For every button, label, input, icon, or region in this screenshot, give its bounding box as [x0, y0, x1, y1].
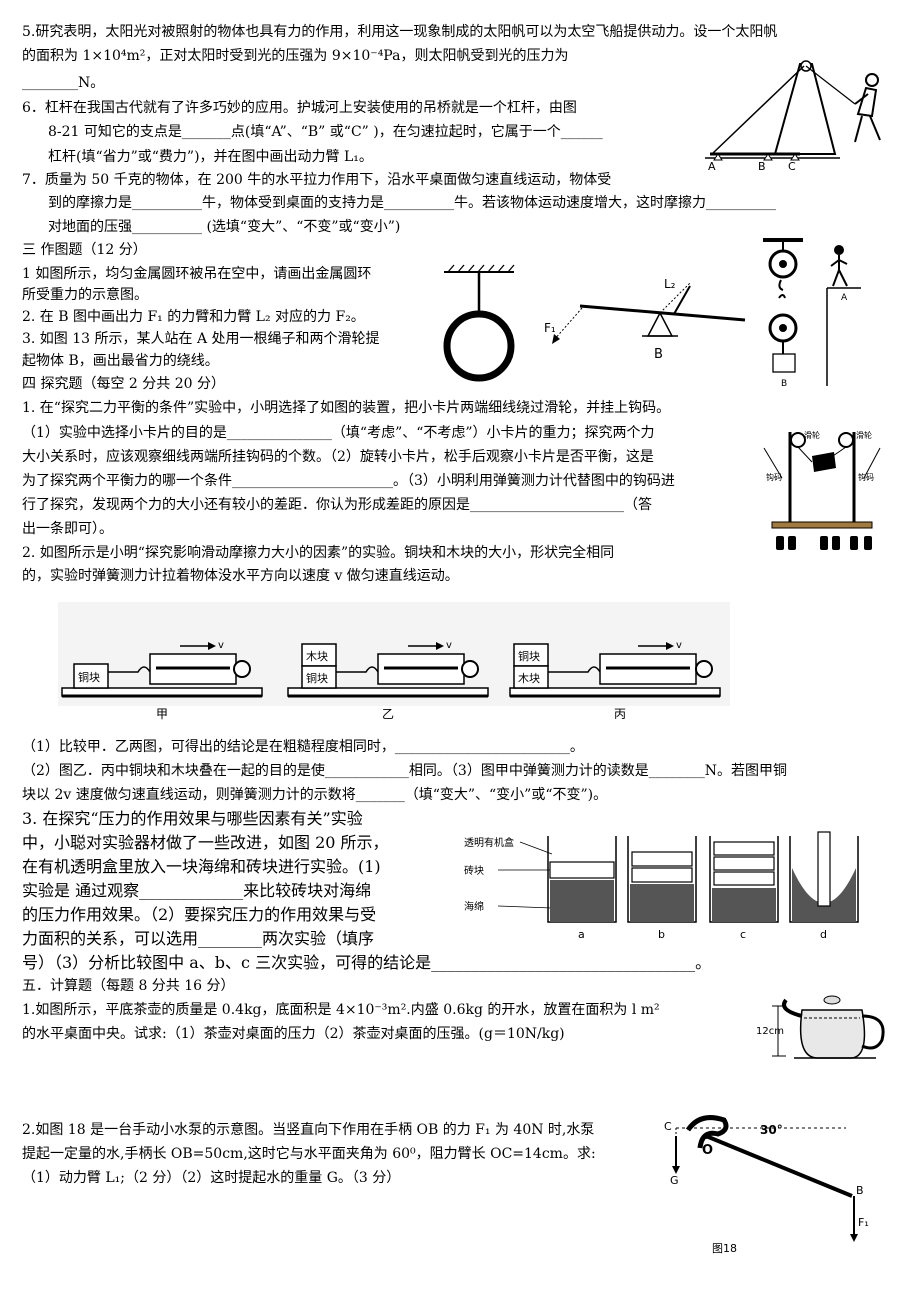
pump-label-o: O: [702, 1143, 713, 1158]
friction-v-2: v: [446, 640, 452, 651]
section-5-title: 五．计算题（每题 8 分共 16 分）: [22, 978, 235, 994]
friction-bing-copper: 铜块: [518, 649, 540, 663]
s4-q1-line-5: 行了探究，发现两个力的大小还有较小的差距．你认为形成差距的原因是________…: [22, 497, 652, 513]
q7-line-1: 7．质量为 50 千克的物体，在 200 牛的水平拉力作用下，沿水平桌面做匀速直…: [22, 172, 612, 188]
s3-p1-line-2: 所受重力的示意图。: [22, 287, 148, 303]
friction-label-jia: 甲: [156, 707, 168, 721]
pump-label-g: G: [670, 1174, 679, 1187]
pulley-label-a: A: [841, 293, 848, 303]
sponge-label-box: 透明有机盒: [464, 836, 514, 849]
friction-v-1: v: [218, 640, 224, 651]
s4-q1-line-1: 1. 在“探究二力平衡的条件”实验中，小明选择了如图的装置，把小卡片两端细线绕过…: [22, 400, 671, 416]
s5-q1-line-1: 1.如图所示，平底茶壶的质量是 0.4kg，底面积是 4×10⁻³m².内盛 0…: [22, 1002, 660, 1018]
s5-q1-line-2: 的水平桌面中央。试求:（1）茶壶对桌面的压力（2）茶壶对桌面的压强。(g＝10N…: [22, 1026, 565, 1042]
q5-line-1: 5.研究表明，太阳光对被照射的物体也具有力的作用，利用这一现象制成的太阳帆可以为…: [22, 24, 778, 40]
lever-label-l2: L₂: [664, 277, 676, 291]
s4-q2-line-1: 2. 如图所示是小明“探究影响滑动摩擦力大小的因素”的实验。铜块和木块的大小，形…: [22, 545, 615, 561]
friction-yi-copper: 铜块: [306, 671, 328, 685]
s3-p2: 2. 在 B 图中画出力 F₁ 的力臂和力臂 L₂ 对应的力 F₂。: [22, 309, 365, 325]
q7-line-2: 到的摩擦力是__________牛，物体受到桌面的支持力是__________牛…: [48, 195, 776, 211]
s5-q2-line-1: 2.如图 18 是一台手动小水泵的示意图。当竖直向下作用在手柄 OB 的力 F₁…: [22, 1122, 595, 1138]
friction-jia-copper: 铜块: [78, 670, 100, 684]
sponge-label-c: c: [740, 928, 746, 941]
q6-line-3: 杠杆(填“省力”或“费力”)，并在图中画出动力臂 L₁。: [48, 149, 373, 165]
s4-q3-line-2: 中，小聪对实验器材做了一些改进，如图 20 所示，: [22, 833, 389, 852]
bridge-label-b: B: [758, 160, 766, 173]
balance-label-r2: 钩码: [858, 472, 874, 482]
bridge-label-a: A: [708, 160, 716, 173]
balance-label-l2: 钩码: [766, 472, 782, 482]
q6-line-1: 6．杠杆在我国古代就有了许多巧妙的应用。护城河上安装使用的吊桥就是一个杠杆，由图: [22, 100, 577, 116]
q6-line-2: 8-21 可知它的支点是_______点(填“A”、“B” 或“C” )，在匀速…: [48, 124, 603, 140]
sponge-figure: 透明有机盒 砖块 海绵 a b c d: [464, 828, 874, 946]
s3-p3-line-1: 3. 如图 13 所示，某人站在 A 处用一根绳子和两个滑轮提: [22, 331, 380, 347]
s4-q3-line-6: 力面积的关系，可以选用________两次实验（填序: [22, 929, 375, 948]
s4-q2-answer-1: （1）比较甲．乙两图，可得出的结论是在粗糙程度相同时，_____________…: [22, 739, 584, 755]
lever-label-b: B: [654, 347, 663, 362]
q7-line-3: 对地面的压强__________ (选填“变大”、“不变”或“变小”): [48, 219, 401, 235]
pulley-figure: B A: [755, 236, 865, 388]
lever-figure: L₂ F₁ B: [540, 268, 750, 368]
s4-q2-answer-3: 块以 2v 速度做匀速直线运动，则弹簧测力计的示数将_______（填“变大”、…: [22, 787, 608, 803]
s4-q3-line-3: 在有机透明盒里放入一块海绵和砖块进行实验。(1): [22, 857, 381, 876]
s3-p3-line-2: 起物体 B，画出最省力的绕线。: [22, 353, 219, 369]
s4-q2-answer-2: （2）图乙．丙中铜块和木块叠在一起的目的是使____________相同。（3）…: [22, 763, 788, 779]
friction-yi-wood: 木块: [306, 650, 328, 663]
s4-q3-line-7: 号）（3）分析比较图中 a、b、c 三次实验，可得的结论是___________…: [22, 953, 712, 972]
bridge-label-c: C: [788, 160, 796, 173]
sponge-label-sponge: 海绵: [464, 900, 484, 913]
s4-q3-line-4: 实验是 通过观察_____________来比较砖块对海绵: [22, 881, 372, 900]
s4-q3-line-5: 的压力作用效果。（2）要探究压力的作用效果与受: [22, 905, 377, 924]
teapot-height: 12cm: [756, 1026, 784, 1037]
balance-figure: 滑轮 滑轮 钩码 钩码: [760, 418, 885, 558]
section-4-title: 四 探究题（每空 2 分共 20 分）: [22, 376, 225, 392]
friction-figure: 铜块 v 甲 木块 铜块 v 乙 铜块 木块 v: [58, 602, 730, 728]
s5-q2-line-2: 提起一定量的水,手柄长 OB=50cm,这时它与水平面夹角为 60⁰，阻力臂长 …: [22, 1146, 596, 1162]
pump-figure: C O 30° G B F₁ 图18: [660, 1110, 880, 1260]
s4-q2-line-2: 的，实验时弹簧测力计拉着物体没水平方向以速度 v 做匀速直线运动。: [22, 568, 459, 584]
sponge-label-b: b: [658, 928, 665, 941]
lever-label-f1: F₁: [544, 321, 556, 335]
friction-label-bing: 丙: [614, 707, 626, 721]
s3-p1-line-1: 1 如图所示，均匀金属圆环被吊在空中，请画出金属圆环: [22, 266, 372, 282]
friction-v-3: v: [676, 640, 682, 651]
pump-label-f1: F₁: [858, 1216, 869, 1229]
pulley-label-b: B: [781, 379, 787, 388]
sponge-label-brick: 砖块: [464, 864, 484, 877]
s4-q1-line-6: 出一条即可）。: [22, 521, 113, 537]
s5-q2-line-3: （1）动力臂 L₁;（2 分）（2）这时提起水的重量 G。（3 分）: [22, 1170, 401, 1186]
pump-caption: 图18: [712, 1242, 737, 1255]
friction-bing-wood: 木块: [518, 672, 540, 685]
friction-label-yi: 乙: [382, 707, 394, 721]
balance-label-right: 滑轮: [856, 430, 872, 440]
s4-q3-line-1: 3. 在探究“压力的作用效果与哪些因素有关”实验: [22, 809, 363, 828]
pump-label-b: B: [856, 1184, 864, 1197]
sponge-label-d: d: [820, 928, 827, 941]
hanging-ring-figure: [438, 262, 520, 387]
s4-q1-line-4: 为了探究两个平衡力的哪一个条件_______________________。（…: [22, 473, 675, 489]
section-3-title: 三 作图题（12 分）: [22, 242, 147, 258]
s4-q1-line-3: 大小关系时，应该观察细线两端所挂钩码的个数。（2）旋转小卡片，松手后观察小卡片是…: [22, 449, 654, 465]
drawbridge-figure: A B C: [700, 54, 900, 174]
sponge-label-a: a: [578, 928, 585, 941]
s4-q1-line-2: （1）实验中选择小卡片的目的是_______________（填“考虑”、“不考…: [22, 425, 655, 441]
q5-line-3: ________N。: [22, 75, 105, 91]
teapot-figure: 12cm: [756, 990, 906, 1064]
pump-label-c: C: [664, 1120, 672, 1133]
q5-line-2: 的面积为 1×10⁴m²，正对太阳时受到光的压强为 9×10⁻⁴Pa，则太阳帆受…: [22, 48, 569, 64]
pump-label-angle: 30°: [760, 1123, 783, 1137]
balance-label-left: 滑轮: [804, 430, 820, 440]
